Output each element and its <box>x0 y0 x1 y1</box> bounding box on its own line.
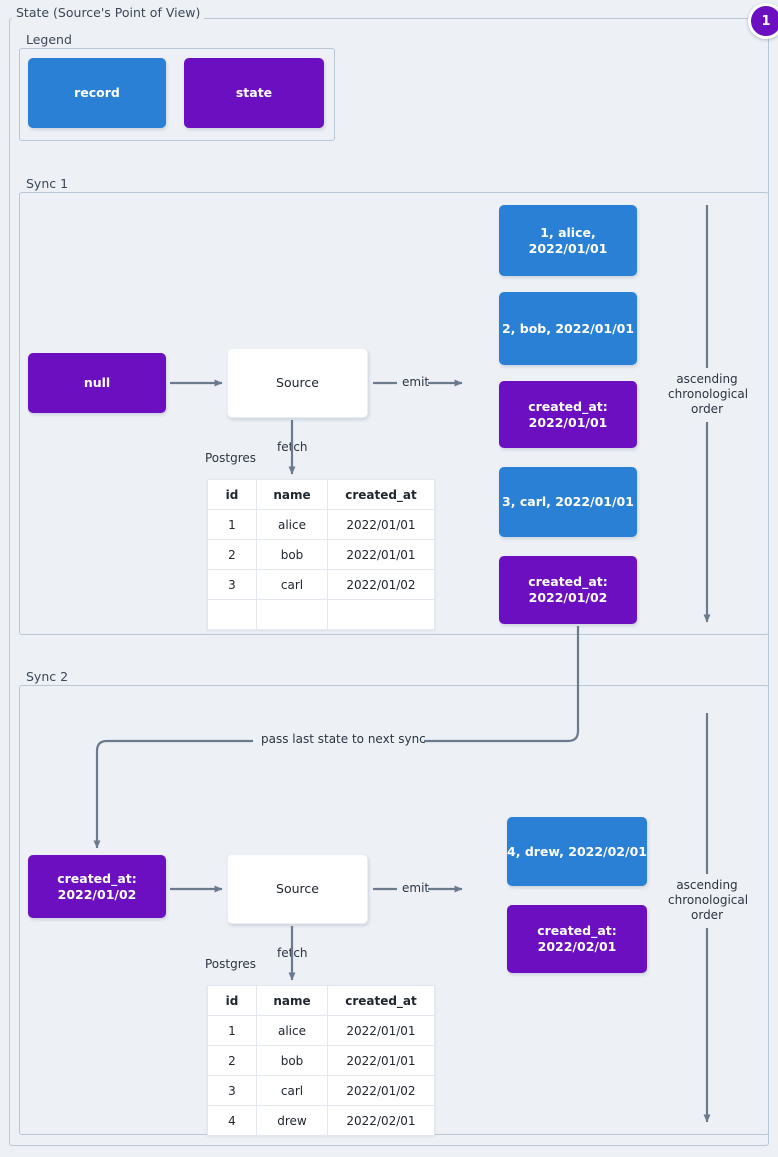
sync2-label: Sync 2 <box>22 670 73 684</box>
legend-item-state-label: state <box>235 85 273 100</box>
sync2-order-note: ascending chronological order <box>668 878 749 922</box>
sync1-source-node: Source <box>227 348 368 418</box>
sync1-input-state-label: null <box>83 375 111 390</box>
sync2-r3-id: 4 <box>207 1105 257 1136</box>
table-row: 4 drew 2022/02/01 <box>207 1105 435 1136</box>
sync2-th-name: name <box>256 985 328 1016</box>
sync2-emit-label: emit <box>399 881 433 896</box>
sync1-th-date: created_at <box>327 479 435 510</box>
sync1-emitted-state-2: created_at: 2022/01/02 <box>499 556 637 624</box>
sync2-r1-id: 2 <box>207 1045 257 1076</box>
sync1-label: Sync 1 <box>22 177 73 191</box>
sync1-r2-name: carl <box>256 569 328 600</box>
sync1-db-label: Postgres <box>205 451 257 465</box>
sync2-source-node: Source <box>227 854 368 924</box>
sync1-postgres-table: id name created_at 1 alice 2022/01/01 2 … <box>207 479 435 630</box>
sync1-r1-date: 2022/01/01 <box>327 539 435 570</box>
sync1-emitted-state-2-line2: 2022/01/02 <box>528 590 608 605</box>
sync2-r3-name: drew <box>256 1105 328 1136</box>
legend-item-state: state <box>184 58 324 128</box>
sync2-postgres-table: id name created_at 1 alice 2022/01/01 2 … <box>207 985 435 1136</box>
legend-group-frame <box>19 48 335 141</box>
legend-label: Legend <box>22 33 76 47</box>
legend-item-record-label: record <box>74 85 120 100</box>
sync1-r3-name <box>256 599 328 630</box>
sync1-order-note: ascending chronological order <box>668 372 749 416</box>
table-row: 1 alice 2022/01/01 <box>207 509 435 540</box>
sync1-r3-id <box>207 599 257 630</box>
sync2-th-date: created_at <box>327 985 435 1016</box>
table-row-empty <box>207 599 435 630</box>
table-header-row: id name created_at <box>207 985 435 1016</box>
sync1-th-name: name <box>256 479 328 510</box>
table-row: 2 bob 2022/01/01 <box>207 1045 435 1076</box>
sync2-r0-date: 2022/01/01 <box>327 1015 435 1046</box>
sync1-emitted-state-2-line1: created_at: <box>528 574 608 589</box>
sync1-emitted-record-2: 2, bob, 2022/01/01 <box>499 292 637 365</box>
pass-state-label: pass last state to next sync <box>258 732 429 747</box>
sync2-r1-date: 2022/01/01 <box>327 1045 435 1076</box>
step-badge-label: 1 <box>761 13 771 29</box>
sync1-r3-date <box>327 599 435 630</box>
sync1-emitted-record-3-label: 3, carl, 2022/01/01 <box>502 494 634 509</box>
sync2-input-state-line2: 2022/01/02 <box>57 886 137 902</box>
sync1-r2-id: 3 <box>207 569 257 600</box>
sync1-group-frame <box>19 192 769 635</box>
table-row: 3 carl 2022/01/02 <box>207 1075 435 1106</box>
sync1-emitted-record-1: 1, alice, 2022/01/01 <box>499 205 637 276</box>
sync2-r2-id: 3 <box>207 1075 257 1106</box>
sync1-emit-label: emit <box>399 375 433 390</box>
sync1-r2-date: 2022/01/02 <box>327 569 435 600</box>
sync1-source-label: Source <box>276 375 319 390</box>
sync1-r0-name: alice <box>256 509 328 540</box>
sync1-th-id: id <box>207 479 257 510</box>
sync2-r3-date: 2022/02/01 <box>327 1105 435 1136</box>
table-header-row: id name created_at <box>207 479 435 510</box>
step-badge[interactable]: 1 <box>748 3 778 39</box>
sync2-emitted-state-1-line1: created_at: <box>537 923 617 938</box>
sync2-input-state: created_at: 2022/01/02 <box>28 855 166 918</box>
sync1-emitted-record-1-label: 1, alice, 2022/01/01 <box>528 224 608 256</box>
legend-item-record: record <box>28 58 166 128</box>
sync1-r0-date: 2022/01/01 <box>327 509 435 540</box>
sync2-r0-name: alice <box>256 1015 328 1046</box>
sync1-input-state: null <box>28 353 166 413</box>
sync1-emitted-state-1-line2: 2022/01/01 <box>528 414 608 430</box>
sync2-fetch-label: fetch <box>277 946 308 960</box>
table-row: 1 alice 2022/01/01 <box>207 1015 435 1046</box>
sync1-emitted-state-1-line1: created_at: <box>528 398 608 414</box>
table-row: 3 carl 2022/01/02 <box>207 569 435 600</box>
sync2-th-id: id <box>207 985 257 1016</box>
sync1-r1-name: bob <box>256 539 328 570</box>
sync1-emitted-state-1: created_at: 2022/01/01 <box>499 381 637 448</box>
sync2-emitted-record-1: 4, drew, 2022/02/01 <box>507 817 647 886</box>
sync1-emitted-record-3: 3, carl, 2022/01/01 <box>499 467 637 537</box>
diagram-title: State (Source's Point of View) <box>12 6 205 20</box>
sync1-emitted-record-2-label: 2, bob, 2022/01/01 <box>501 320 635 336</box>
table-row: 2 bob 2022/01/01 <box>207 539 435 570</box>
sync2-emitted-state-1-line2: 2022/02/01 <box>537 939 617 954</box>
sync2-input-state-line1: created_at: <box>57 870 137 886</box>
sync2-emitted-state-1: created_at: 2022/02/01 <box>507 905 647 973</box>
sync2-r1-name: bob <box>256 1045 328 1076</box>
sync1-r0-id: 1 <box>207 509 257 540</box>
sync2-r2-name: carl <box>256 1075 328 1106</box>
sync2-r0-id: 1 <box>207 1015 257 1046</box>
sync2-r2-date: 2022/01/02 <box>327 1075 435 1106</box>
sync1-r1-id: 2 <box>207 539 257 570</box>
sync1-fetch-label: fetch <box>277 440 308 454</box>
sync2-emitted-record-1-label: 4, drew, 2022/02/01 <box>507 843 647 859</box>
sync2-db-label: Postgres <box>205 957 257 971</box>
sync2-source-label: Source <box>276 881 319 896</box>
